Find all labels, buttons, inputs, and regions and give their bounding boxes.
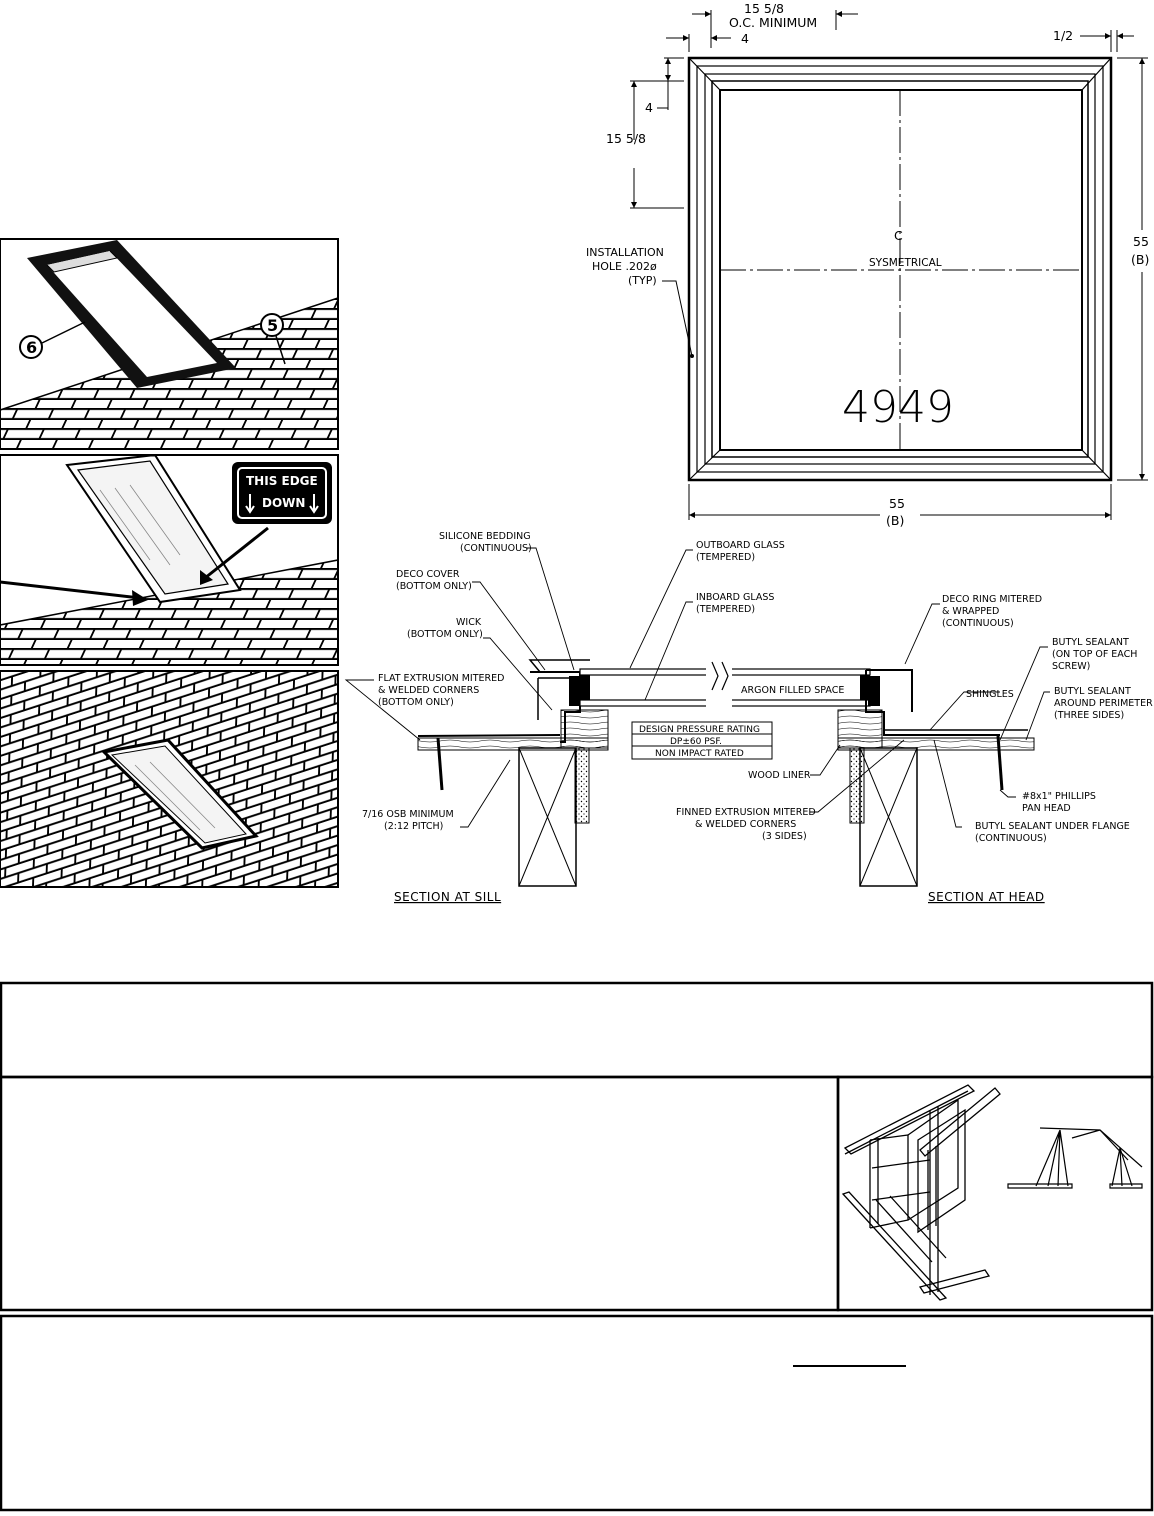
osb-label-1: 7/16 OSB MINIMUM xyxy=(362,809,454,820)
symmetrical-label: SYSMETRICAL xyxy=(869,257,942,269)
top-right-dimension: 1/2 xyxy=(1053,28,1073,43)
flat-extrusion-label-2: & WELDED CORNERS xyxy=(378,685,479,696)
left-dimension-oc: 15 5/8 xyxy=(606,131,646,146)
info-box-top xyxy=(0,981,1154,1079)
head-side xyxy=(837,669,1035,887)
info-box-bottom xyxy=(0,1314,1154,1512)
photo-panel-2: THIS EDGE DOWN xyxy=(0,454,339,666)
section-head-title: SECTION AT HEAD xyxy=(928,890,1045,904)
sill-drywall xyxy=(574,747,590,824)
svg-text:DP±60 PSF.: DP±60 PSF. xyxy=(670,737,722,747)
info-box-middle xyxy=(0,1075,840,1312)
design-pressure-table: DESIGN PRESSURE RATING DP±60 PSF. NON IM… xyxy=(631,721,773,760)
deco-ring-label-1: DECO RING MITERED xyxy=(942,594,1042,605)
sill-side xyxy=(417,659,609,887)
framing-illustration-box xyxy=(836,1075,1154,1312)
svg-text:THIS EDGE: THIS EDGE xyxy=(246,474,318,488)
finned-extrusion-label-3: (3 SIDES) xyxy=(762,831,807,842)
head-drywall xyxy=(849,747,865,824)
plan-view: C SYSMETRICAL 4949 15 5/8 O.C. MINIMUM 4… xyxy=(586,1,1149,529)
finned-extrusion-label-2: & WELDED CORNERS xyxy=(695,819,796,830)
inboard-label-2: (TEMPERED) xyxy=(696,604,755,615)
callout-5 xyxy=(260,313,284,337)
screw-label-2: PAN HEAD xyxy=(1022,803,1071,814)
right-dimension: 55 xyxy=(1133,234,1149,249)
callout-labels: SILICONE BEDDING (CONTINUOUS) OUTBOARD G… xyxy=(362,531,1153,904)
svg-text:DESIGN PRESSURE RATING: DESIGN PRESSURE RATING xyxy=(639,725,760,735)
this-edge-down-sign xyxy=(232,462,332,524)
svg-text:5: 5 xyxy=(267,316,278,335)
head-wood-liner xyxy=(837,709,883,749)
flat-extrusion-label-3: (BOTTOM ONLY) xyxy=(378,697,454,708)
bottom-boxes xyxy=(0,981,1154,1512)
deco-cover-label-1: DECO COVER xyxy=(396,569,460,580)
sill-wood-liner xyxy=(560,709,609,749)
sill-screw xyxy=(436,737,444,791)
argon-label: ARGON FILLED SPACE xyxy=(741,685,844,696)
model-number: 4949 xyxy=(842,382,954,433)
wick-label-2: (BOTTOM ONLY) xyxy=(407,629,483,640)
top-dimension-oc-label: O.C. MINIMUM xyxy=(729,15,817,30)
photo-panel-3 xyxy=(0,670,339,888)
sill-frame-extrusion xyxy=(530,671,581,743)
head-frame-extrusion xyxy=(865,669,1000,736)
deco-ring-label-3: (CONTINUOUS) xyxy=(942,618,1014,629)
break-symbol xyxy=(711,661,729,691)
flat-extrusion-label-1: FLAT EXTRUSION MITERED xyxy=(378,673,504,684)
wick-label-1: WICK xyxy=(456,617,482,628)
svg-text:DOWN: DOWN xyxy=(262,496,305,510)
butyl-under-label-1: BUTYL SEALANT UNDER FLANGE xyxy=(975,821,1130,832)
butyl-perimeter-label-3: (THREE SIDES) xyxy=(1054,710,1124,721)
frame-outer-inner xyxy=(696,65,1104,473)
right-dimension-b: (B) xyxy=(1131,252,1149,267)
outboard-label-2: (TEMPERED) xyxy=(696,552,755,563)
miter-lines xyxy=(688,57,1112,481)
frame-mid xyxy=(704,73,1096,465)
head-silicone-bedding xyxy=(868,676,880,706)
head-screw xyxy=(996,735,1004,791)
top-dimension-oc: 15 5/8 xyxy=(744,1,784,16)
installation-label-3: (TYP) xyxy=(628,274,657,287)
svg-text:NON IMPACT RATED: NON IMPACT RATED xyxy=(655,749,744,759)
centerline-symbol: C xyxy=(894,228,903,243)
butyl-top-label-1: BUTYL SEALANT xyxy=(1052,637,1129,648)
section-sill-title: SECTION AT SILL xyxy=(394,890,501,904)
svg-text:6: 6 xyxy=(26,338,37,357)
top-dimension-4: 4 xyxy=(741,31,749,46)
installation-label-2: HOLE .202ø xyxy=(592,260,657,273)
deco-cover-label-2: (BOTTOM ONLY) xyxy=(396,581,472,592)
butyl-under-label-2: (CONTINUOUS) xyxy=(975,833,1047,844)
section-detail: ARGON FILLED SPACE DESIGN PRESSURE RATIN… xyxy=(344,531,1153,904)
wood-liner-label: WOOD LINER xyxy=(748,770,811,781)
butyl-top-label-2: (ON TOP OF EACH xyxy=(1052,649,1137,660)
rafter-framing-drawing xyxy=(841,1084,1001,1301)
silicone-label-1: SILICONE BEDDING xyxy=(439,531,531,542)
silicone-label-2: (CONTINUOUS) xyxy=(460,543,532,554)
osb-label-2: (2:12 PITCH) xyxy=(384,821,443,832)
inboard-label-1: INBOARD GLASS xyxy=(696,592,774,603)
frame-outer xyxy=(687,56,1113,482)
shingles-label: SHINGLES xyxy=(966,689,1014,700)
butyl-perimeter-label-1: BUTYL SEALANT xyxy=(1054,686,1131,697)
deco-ring-label-2: & WRAPPED xyxy=(942,606,999,617)
sill-silicone-bedding xyxy=(569,676,581,706)
bottom-dimension: 55 xyxy=(889,496,905,511)
frame-inner xyxy=(711,80,1089,458)
outboard-label-1: OUTBOARD GLASS xyxy=(696,540,785,551)
leader-lines xyxy=(344,547,1050,828)
glass-unit: ARGON FILLED SPACE xyxy=(579,660,871,716)
photo-panel-1: 6 5 xyxy=(0,238,339,450)
butyl-perimeter-label-2: AROUND PERIMETER xyxy=(1054,698,1153,709)
screw-label-1: #8x1" PHILLIPS xyxy=(1022,791,1096,802)
slope-diagram xyxy=(1007,1127,1143,1189)
installation-label-1: INSTALLATION xyxy=(586,246,664,259)
left-dimension-4: 4 xyxy=(645,100,653,115)
bottom-dimension-b: (B) xyxy=(886,513,904,528)
butyl-top-label-3: SCREW) xyxy=(1052,661,1090,672)
callout-6 xyxy=(19,335,43,359)
finned-extrusion-label-1: FINNED EXTRUSION MITERED xyxy=(676,807,816,818)
